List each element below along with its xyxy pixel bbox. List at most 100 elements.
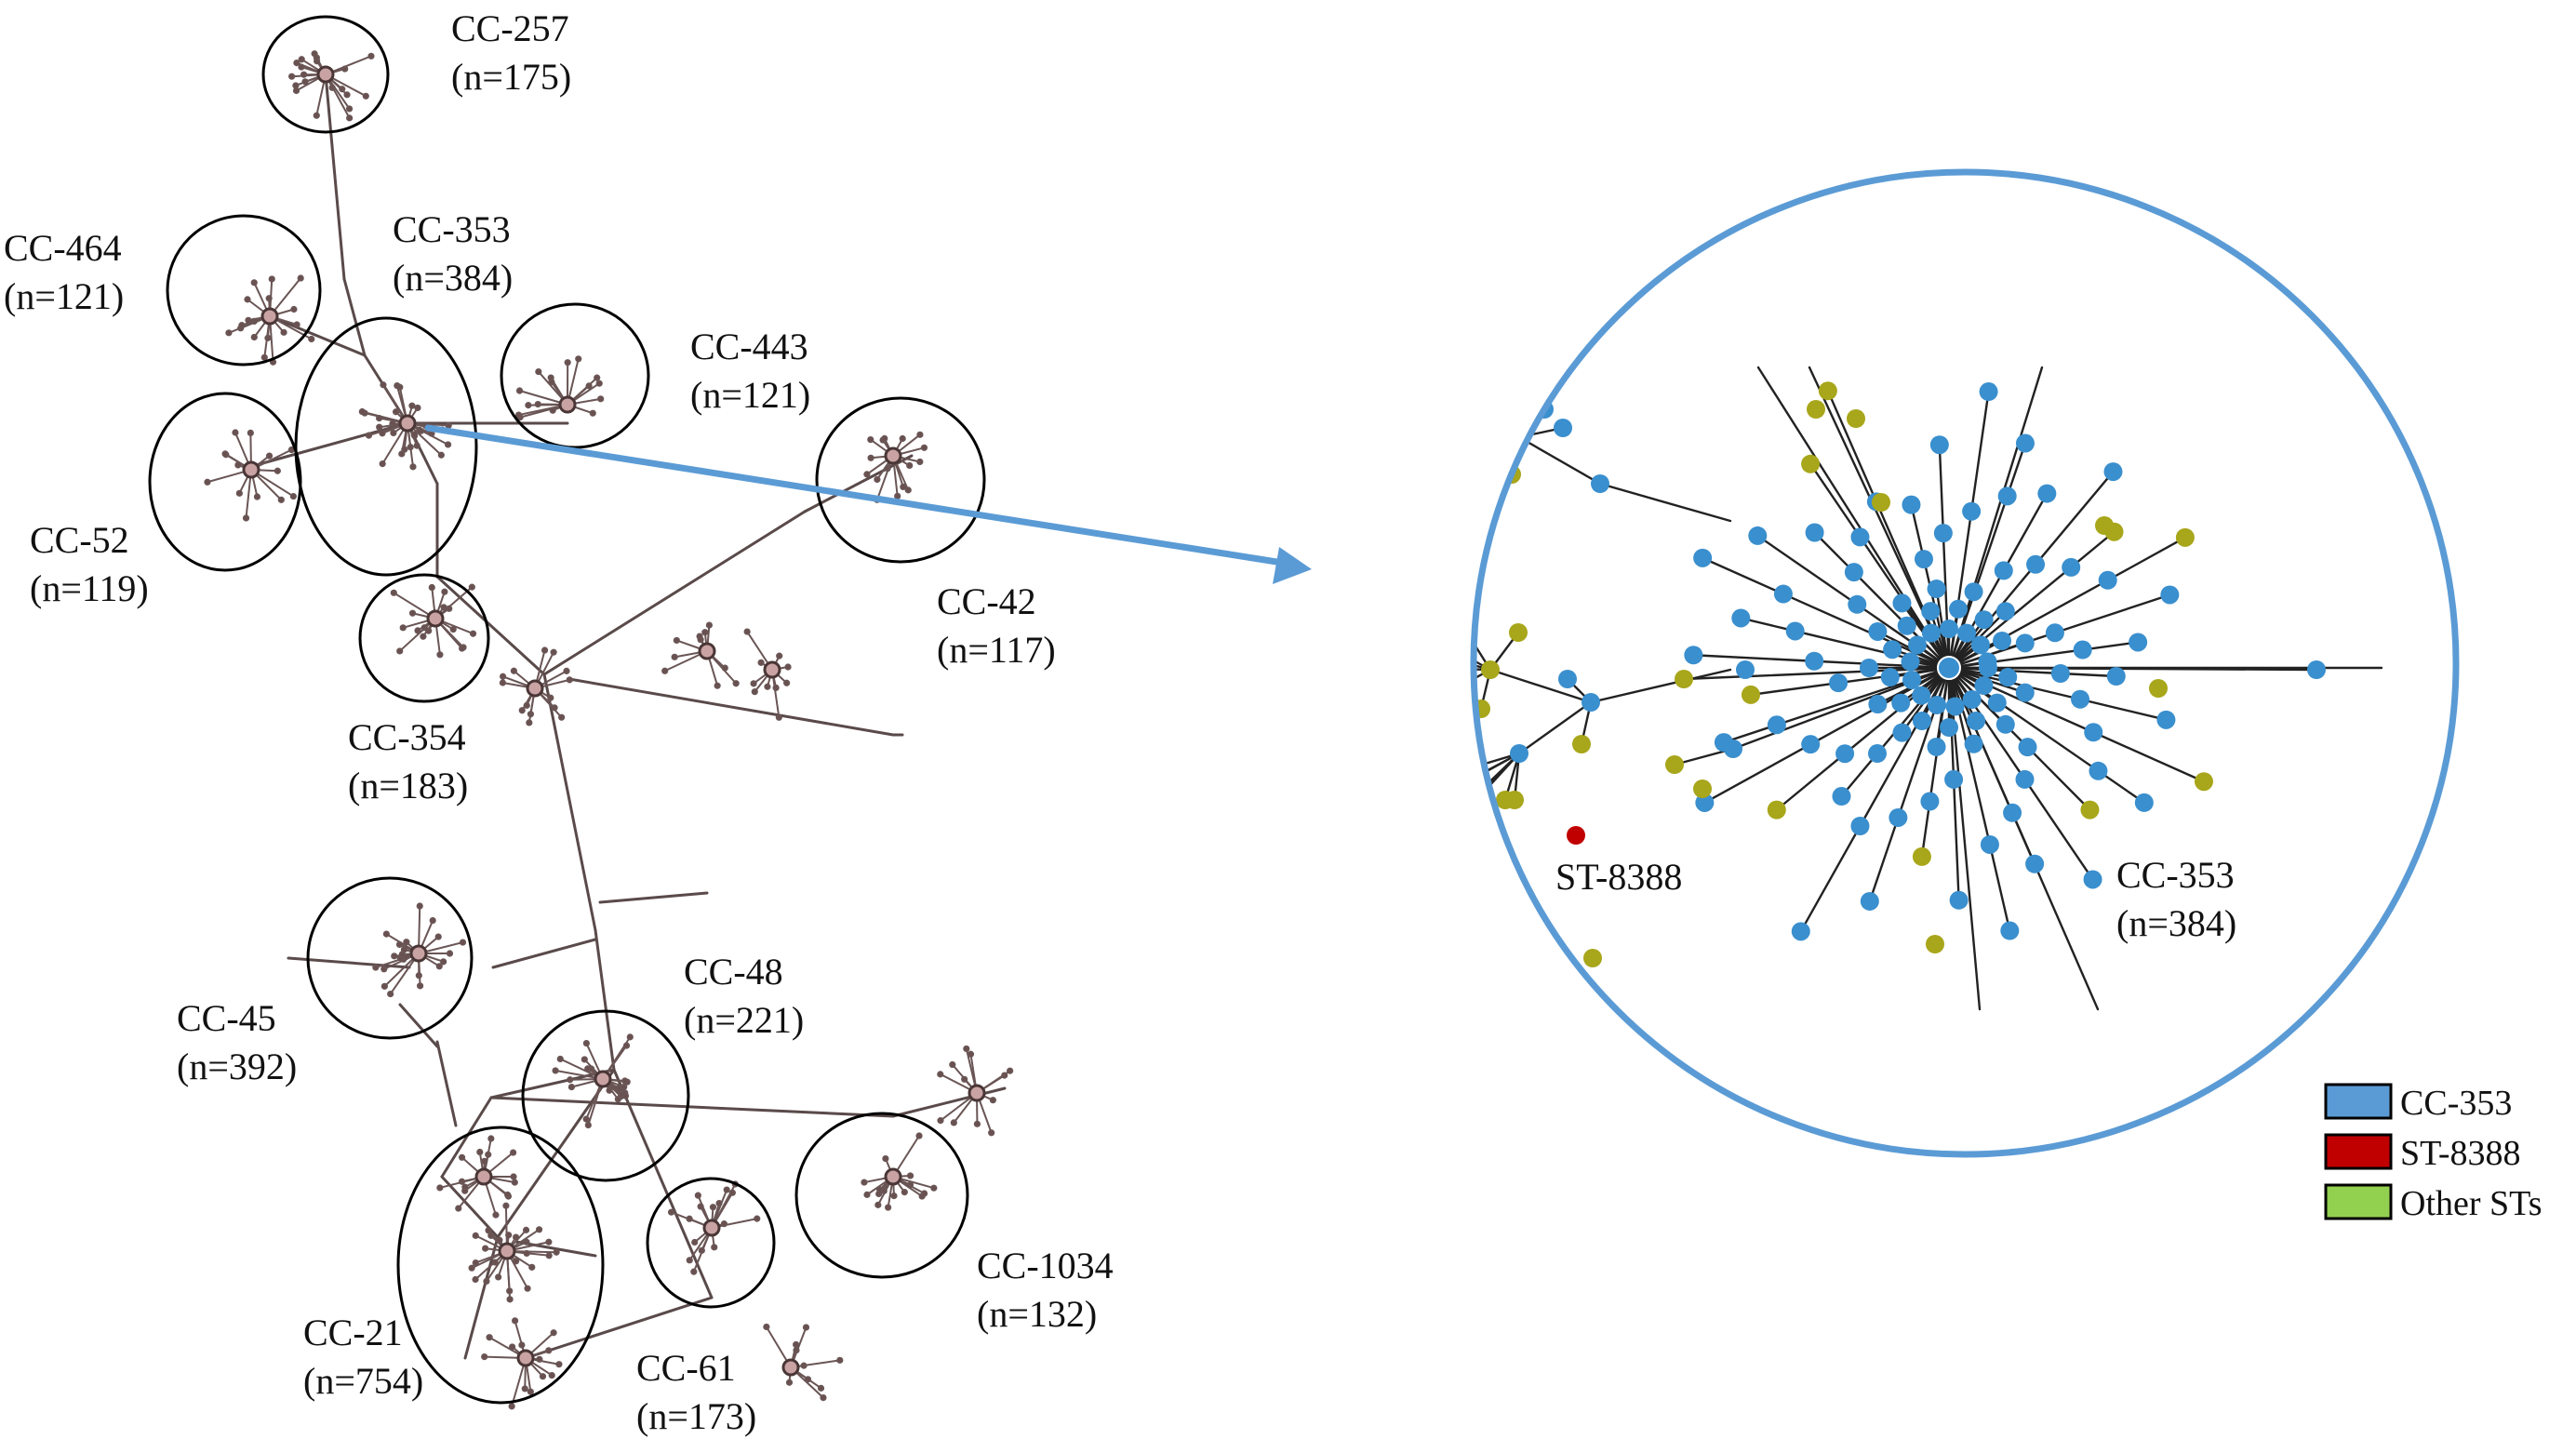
tree-leaf-node [513,1258,520,1265]
tree-leaf-node [446,950,454,957]
cluster-circle-cc257 [261,15,390,134]
cc353-node [1912,686,1931,705]
tree-edge [514,1240,597,1258]
tree-leaf-node [434,933,442,940]
cluster-circle-cc443 [500,302,650,449]
tree-leaf-node [401,446,408,453]
zoom-long-edge [1756,366,1951,670]
cc353-node [2037,484,2057,503]
zoom-edge [1868,816,1900,903]
tree-leaf-node [301,78,309,86]
cc353-node [2160,585,2180,605]
tree-leaf-node [260,353,268,361]
cc353-node [1684,646,1703,665]
tree-leaf-node [458,1153,466,1161]
tree-leaf-node [906,1172,914,1179]
other-st-node [1481,660,1500,679]
tree-leaf-node [345,105,354,113]
cc353-node [1891,693,1911,713]
tree-leaf-node [750,680,757,687]
tree-leaf-node [817,1384,825,1392]
other-st-node [1419,626,1437,645]
cluster-circle-cc21 [396,1126,605,1405]
cc353-node [2089,761,2108,780]
tree-leaf-node [836,1356,844,1364]
tree-leaf-node [481,1157,488,1165]
cc353-node [1773,584,1793,604]
tree-leaf-node [705,621,713,629]
tree-hub-node [763,660,781,679]
tree-leaf-node [417,982,424,990]
tree-leaf-node [552,1067,559,1074]
tree-hub-node [884,1167,902,1186]
cc353-node [1731,608,1751,628]
tree-leaf-node [298,56,305,63]
tree-leaf-node [244,296,251,303]
tree-edge [542,673,597,932]
tree-leaf-node [417,427,425,434]
tree-hub-node [426,609,445,628]
cc353-node [1974,610,1994,630]
tree-leaf-node [764,683,771,690]
tree-leaf-node [376,423,383,431]
tree-leaf-node [937,1117,944,1125]
zoom-edge [1938,444,1945,535]
tree-leaf-node [390,429,397,437]
tree-leaf-node [757,659,765,666]
cc353-node [1927,737,1946,756]
tree-leaf-node [476,1148,484,1156]
tree-leaf-node [783,679,791,686]
cc353-node [2098,570,2117,590]
tree-leaf-node [527,1388,534,1395]
tree-leaf-node [901,1189,908,1196]
tree-leaf-node [440,604,447,611]
tree-leaf-node [875,1190,883,1198]
tree-leaf-node [545,1238,553,1246]
cc353-node [1980,834,1999,854]
tree-leaf-node [523,1238,530,1246]
legend-swatch-other-sts [2324,1183,2393,1220]
tree-leaf-node [482,1245,489,1252]
tree-leaf-node [288,73,296,80]
cc353-node [1962,689,1982,709]
tree-leaf-node [686,1257,693,1264]
tree-leaf-node [539,1373,547,1380]
cc353-node [1933,524,1953,543]
tree-leaf-node [502,1202,510,1209]
cluster-label-cc52: CC-52 (n=119) [30,519,149,609]
tree-leaf-node [380,966,388,973]
cc353-node [1929,435,1949,455]
cluster-label-cc353: CC-353 (n=384) [393,208,513,299]
tree-leaf-node [548,1371,555,1379]
cc353-node [2003,803,2022,822]
cc353-node [1791,922,1810,941]
zoom-edge [2059,672,2117,678]
zoom-edge [1812,660,1951,670]
tree-leaf-node [511,1317,519,1325]
zoom-edge [1952,778,1960,901]
tree-leaf-node [595,380,603,387]
cluster-label-cc464: CC-464 (n=121) [4,227,124,317]
tree-leaf-node [963,1045,970,1053]
tree-leaf-node [390,589,397,596]
tree-leaf-node [900,483,907,490]
other-st-node [2095,516,2114,535]
tree-leaf-node [686,1215,693,1222]
tree-leaf-node [362,92,369,100]
tree-edge [435,575,546,676]
cc353-center-node [1937,656,1961,680]
tree-leaf-node [661,667,669,674]
cc353-node [1558,670,1577,688]
tree-leaf-node [382,930,390,938]
cc353-node [1978,652,1997,672]
zoom-edge [1947,666,2026,781]
zoom-edge [1826,389,1878,503]
cc353-node [1829,673,1849,693]
svg-text:(n=117): (n=117) [937,629,1056,671]
tree-leaf-node [469,630,477,637]
tree-edge [489,1096,895,1118]
cc353-node [1554,419,1572,437]
tree-leaf-node [408,609,417,617]
tree-leaf-node [287,446,295,454]
tree-leaf-node [614,1096,621,1103]
